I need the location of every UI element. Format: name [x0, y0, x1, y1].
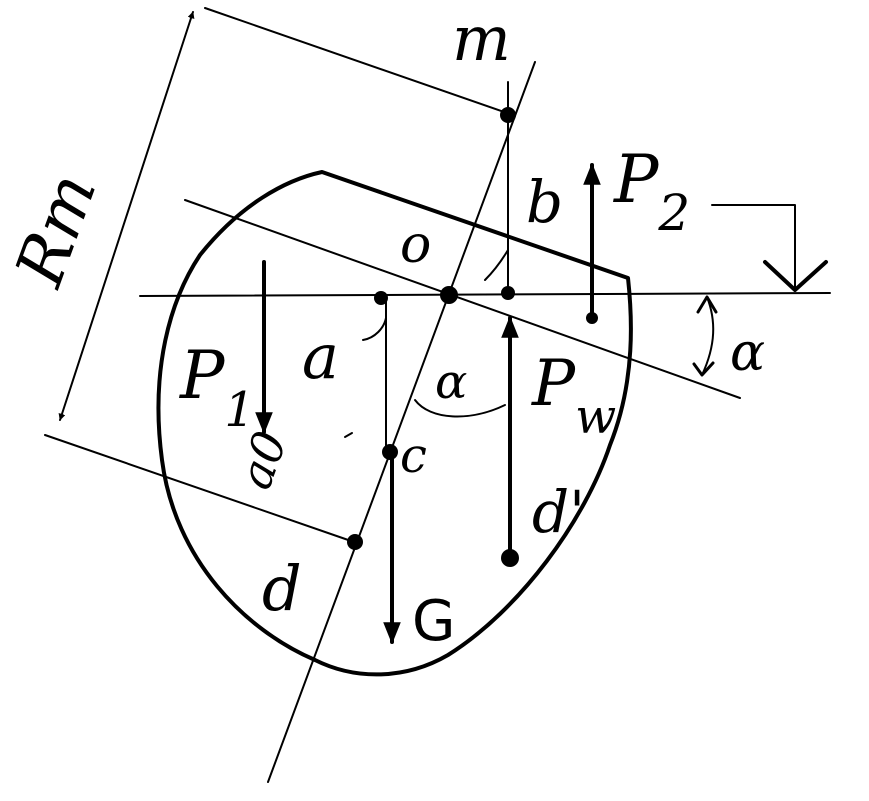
label-b: b [526, 168, 563, 236]
point-a [374, 291, 388, 305]
a-leader [362, 317, 387, 341]
heeling-moment-arrowhead [763, 260, 828, 292]
alpha-center-arc [414, 399, 506, 418]
point-b [501, 286, 515, 300]
label-d: d [262, 552, 302, 625]
heeling-moment-arrow [711, 204, 796, 289]
rm-extension-top [204, 7, 511, 115]
point-c [382, 444, 398, 460]
point-d [347, 534, 363, 550]
inclined-centreline [267, 61, 536, 783]
label-p1: P1 [179, 337, 255, 438]
label-m: m [452, 2, 511, 75]
alpha-side-arc [701, 296, 715, 376]
rm-dimension-line [58, 11, 195, 421]
point-d-prime [501, 549, 519, 567]
label-pw-sub: w [575, 389, 616, 445]
label-alpha-center: α [435, 354, 467, 410]
label-p1-main: P [179, 337, 226, 414]
label-p2-main: P [613, 141, 660, 218]
label-pw-main: P [531, 347, 576, 421]
alpha-side-arrow-bottom [692, 361, 715, 377]
label-pw: Pw [531, 347, 616, 445]
label-a: a [302, 320, 339, 393]
label-d-prime: d' [532, 478, 585, 546]
label-p2: P2 [613, 141, 690, 242]
label-p1-sub: 1 [224, 382, 255, 438]
label-c: c [400, 428, 427, 484]
label-p2-sub: 2 [657, 184, 690, 242]
label-g: G [412, 589, 455, 654]
point-o [440, 286, 458, 304]
rm-extension-bottom [44, 434, 355, 543]
label-rm: Rm [0, 164, 111, 297]
label-alpha-side: α [730, 323, 765, 383]
a0-leader [344, 432, 353, 438]
alpha-side-arrow-top [696, 295, 718, 314]
label-o: o [400, 215, 431, 275]
horizontal-waterline [139, 292, 831, 297]
point-m [500, 107, 516, 123]
point-p2-origin [586, 312, 598, 324]
inclined-waterline [184, 199, 741, 399]
b-leader [484, 249, 509, 281]
